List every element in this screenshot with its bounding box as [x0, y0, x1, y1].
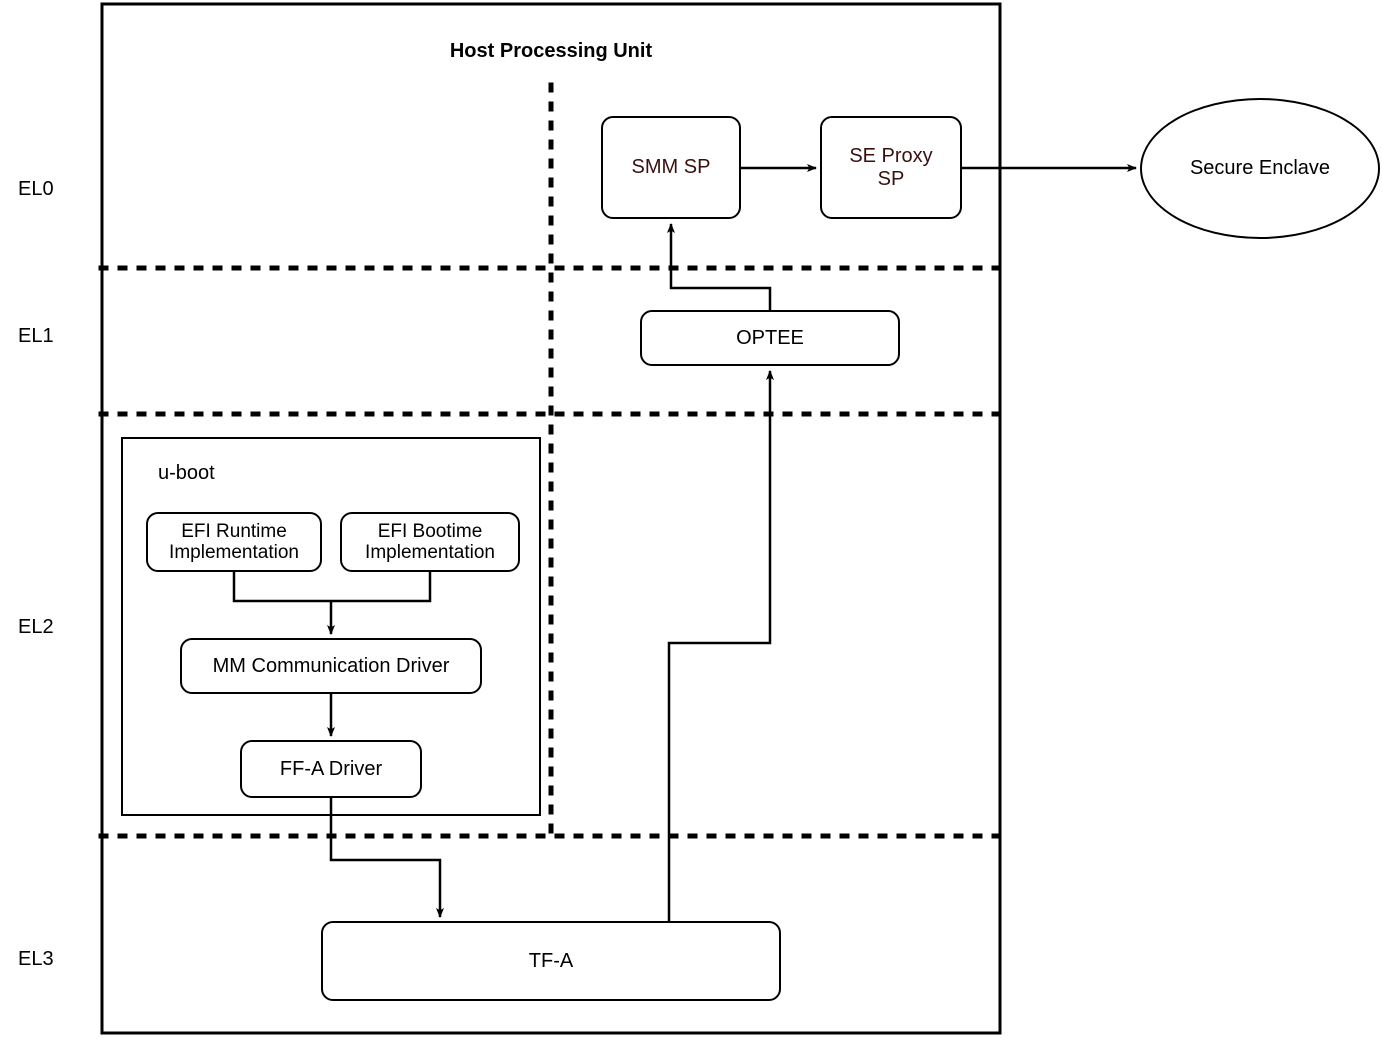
node-mm-communication-driver-label: MM Communication Driver: [212, 654, 450, 677]
exception-level-label-el0: EL0: [18, 178, 54, 200]
node-optee[interactable]: OPTEE: [640, 310, 900, 366]
exception-level-label-el2: EL2: [18, 616, 54, 638]
node-smm-sp-label: SMM SP: [631, 156, 711, 179]
node-tf-a-label: TF-A: [528, 949, 574, 972]
group-u-boot-label: u-boot: [158, 462, 215, 484]
edge-efi-runtime-to-mm-driver: [232, 572, 331, 603]
edge-efi-bootime-to-mm-driver: [331, 572, 432, 603]
page-title: Host Processing Unit: [449, 40, 653, 62]
edge-optee-to-smm-sp: [667, 223, 772, 310]
node-secure-enclave-label: Secure Enclave: [1189, 157, 1331, 180]
node-optee-label: OPTEE: [736, 326, 804, 349]
exception-level-label-el1: EL1: [18, 325, 54, 347]
node-ff-a-driver[interactable]: FF-A Driver: [240, 740, 422, 798]
exception-level-label-el3: EL3: [18, 948, 54, 970]
group-u-boot: [121, 437, 541, 816]
edge-tf-a-to-optee: [667, 370, 774, 921]
host-processing-unit-box: [100, 2, 1002, 1035]
node-secure-enclave[interactable]: Secure Enclave: [1140, 98, 1380, 239]
node-smm-sp[interactable]: SMM SP: [601, 116, 741, 219]
node-mm-communication-driver[interactable]: MM Communication Driver: [180, 638, 482, 694]
node-ff-a-driver-label: FF-A Driver: [279, 757, 383, 780]
node-tf-a[interactable]: TF-A: [321, 921, 781, 1001]
edge-ff-a-driver-to-tf-a: [329, 798, 444, 918]
